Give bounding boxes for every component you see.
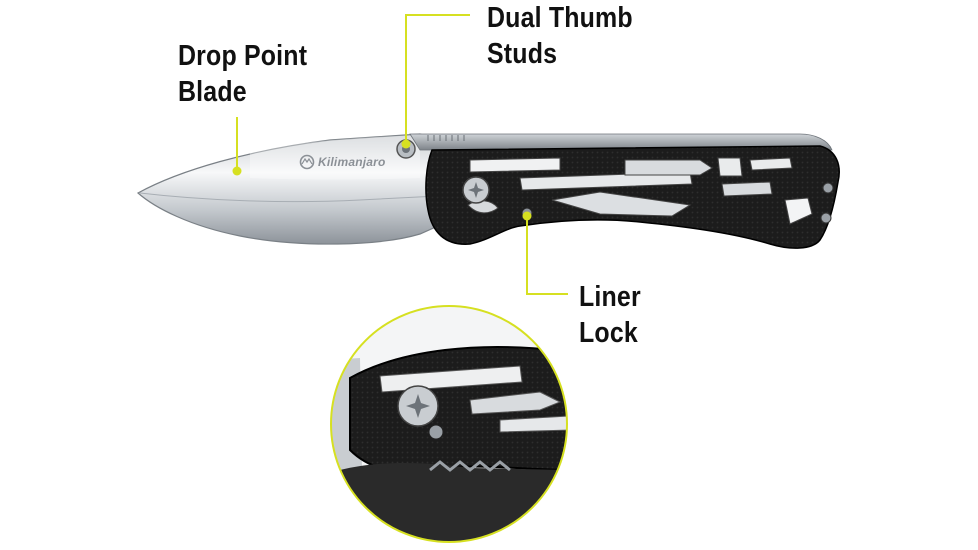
drop-point-line2: Blade [178,76,247,108]
kilimanjaro-logo-icon [299,154,315,170]
blade-logo-text: Kilimanjaro [318,155,386,169]
liner-lock-label: Liner Lock [579,279,641,351]
pivot-screw-icon [462,176,490,204]
spine-jimping [427,135,465,141]
callout-drop-point [232,117,242,176]
zoom-inset [330,305,568,543]
thumb-stud-icon [396,139,416,159]
callout-thumb-studs [401,14,470,149]
dual-thumb-studs-label: Dual Thumb Studs [487,0,633,72]
drop-point-blade-label: Drop Point Blade [178,38,307,110]
liner-lock-line1: Liner [579,281,641,313]
handle [425,145,840,249]
blade [136,133,441,245]
callout-liner-lock [522,211,568,295]
liner-lock-line2: Lock [579,317,638,349]
thumb-studs-line2: Studs [487,38,558,70]
thumb-studs-line1: Dual Thumb [487,2,633,34]
drop-point-line1: Drop Point [178,40,308,72]
knife-spine [409,133,833,151]
